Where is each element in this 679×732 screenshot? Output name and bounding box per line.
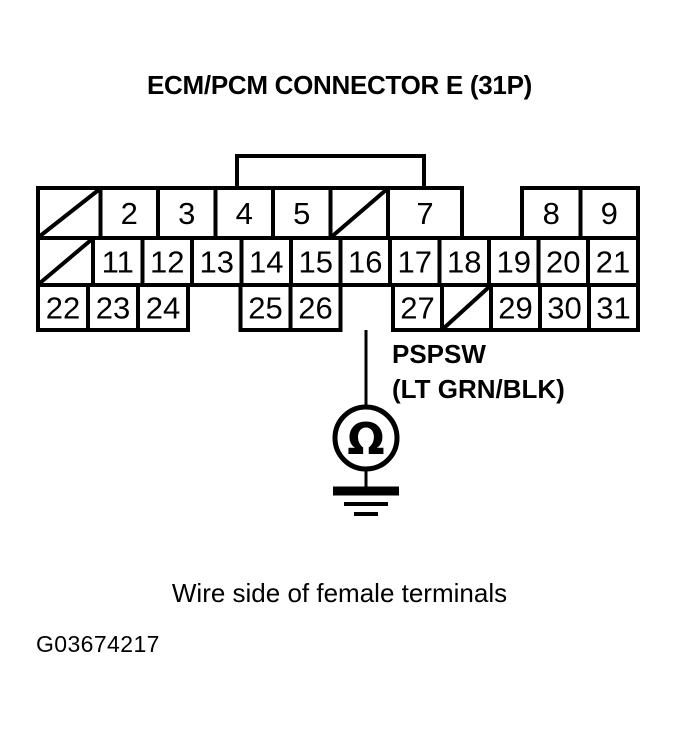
blank-pin-cell-r0c0-diagonal-slash xyxy=(38,188,100,238)
pin-number-24: 24 xyxy=(146,291,180,326)
wire-name-label: PSPSW xyxy=(392,339,486,369)
ohmmeter-symbol: Ω xyxy=(332,404,400,472)
pin-number-26: 26 xyxy=(298,291,332,326)
pin-number-2: 2 xyxy=(121,196,138,231)
connector-tab-outline xyxy=(235,154,426,188)
pin-number-3: 3 xyxy=(178,196,195,231)
pin-cell-12 xyxy=(140,236,194,287)
pin-number-31: 31 xyxy=(596,291,630,326)
page-title: ECM/PCM CONNECTOR E (31P) xyxy=(147,70,532,100)
pin-cell-14 xyxy=(239,236,293,287)
pin-number-27: 27 xyxy=(400,291,434,326)
pin-number-4: 4 xyxy=(236,196,253,231)
pin-cell-9 xyxy=(578,186,640,240)
pin-number-22: 22 xyxy=(46,291,80,326)
pin-number-12: 12 xyxy=(150,245,184,280)
wire-color-label: (LT GRN/BLK) xyxy=(392,374,565,404)
blank-pin-cell-r0c5-diagonal-slash xyxy=(331,188,388,238)
pin-number-18: 18 xyxy=(447,245,481,280)
pin-number-29: 29 xyxy=(498,291,532,326)
pin-number-8: 8 xyxy=(543,196,560,231)
pin-number-23: 23 xyxy=(96,291,130,326)
pin-cell-30 xyxy=(538,283,591,332)
pin-number-9: 9 xyxy=(601,196,618,231)
pin-cell-7 xyxy=(386,186,464,240)
pin-number-15: 15 xyxy=(299,245,333,280)
connector-locking-tab xyxy=(235,154,426,188)
blank-pin-cell-r2c8-diagonal-slash xyxy=(442,285,491,330)
figure-caption: Wire side of female terminals xyxy=(171,578,508,608)
pin-cell-23 xyxy=(86,283,140,332)
pin-number-11: 11 xyxy=(102,245,134,280)
ohm-symbol-icon: Ω xyxy=(347,414,384,465)
pin-number-5: 5 xyxy=(293,196,310,231)
pin-cell-31 xyxy=(587,283,640,332)
pin-cell-13 xyxy=(190,236,244,287)
pin-cell-21 xyxy=(586,236,640,287)
pin-cell-17 xyxy=(388,236,442,287)
pin-number-20: 20 xyxy=(546,245,580,280)
pin-number-19: 19 xyxy=(497,245,531,280)
pin-cell-24 xyxy=(136,283,190,332)
pin-number-21: 21 xyxy=(596,245,630,280)
pin-number-16: 16 xyxy=(348,245,382,280)
figure-id-code: G03674217 xyxy=(36,631,160,657)
pin-number-7: 7 xyxy=(416,196,433,231)
pin-number-13: 13 xyxy=(200,245,234,280)
blank-pin-cell-r1c0-diagonal-slash xyxy=(38,238,93,285)
pin-cell-26 xyxy=(288,283,343,332)
pin-number-14: 14 xyxy=(249,245,283,280)
pin-number-30: 30 xyxy=(547,291,581,326)
ground-symbol xyxy=(333,469,399,516)
pin-number-17: 17 xyxy=(398,245,432,280)
pin-number-25: 25 xyxy=(248,291,282,326)
pin-cell-27 xyxy=(391,283,444,332)
